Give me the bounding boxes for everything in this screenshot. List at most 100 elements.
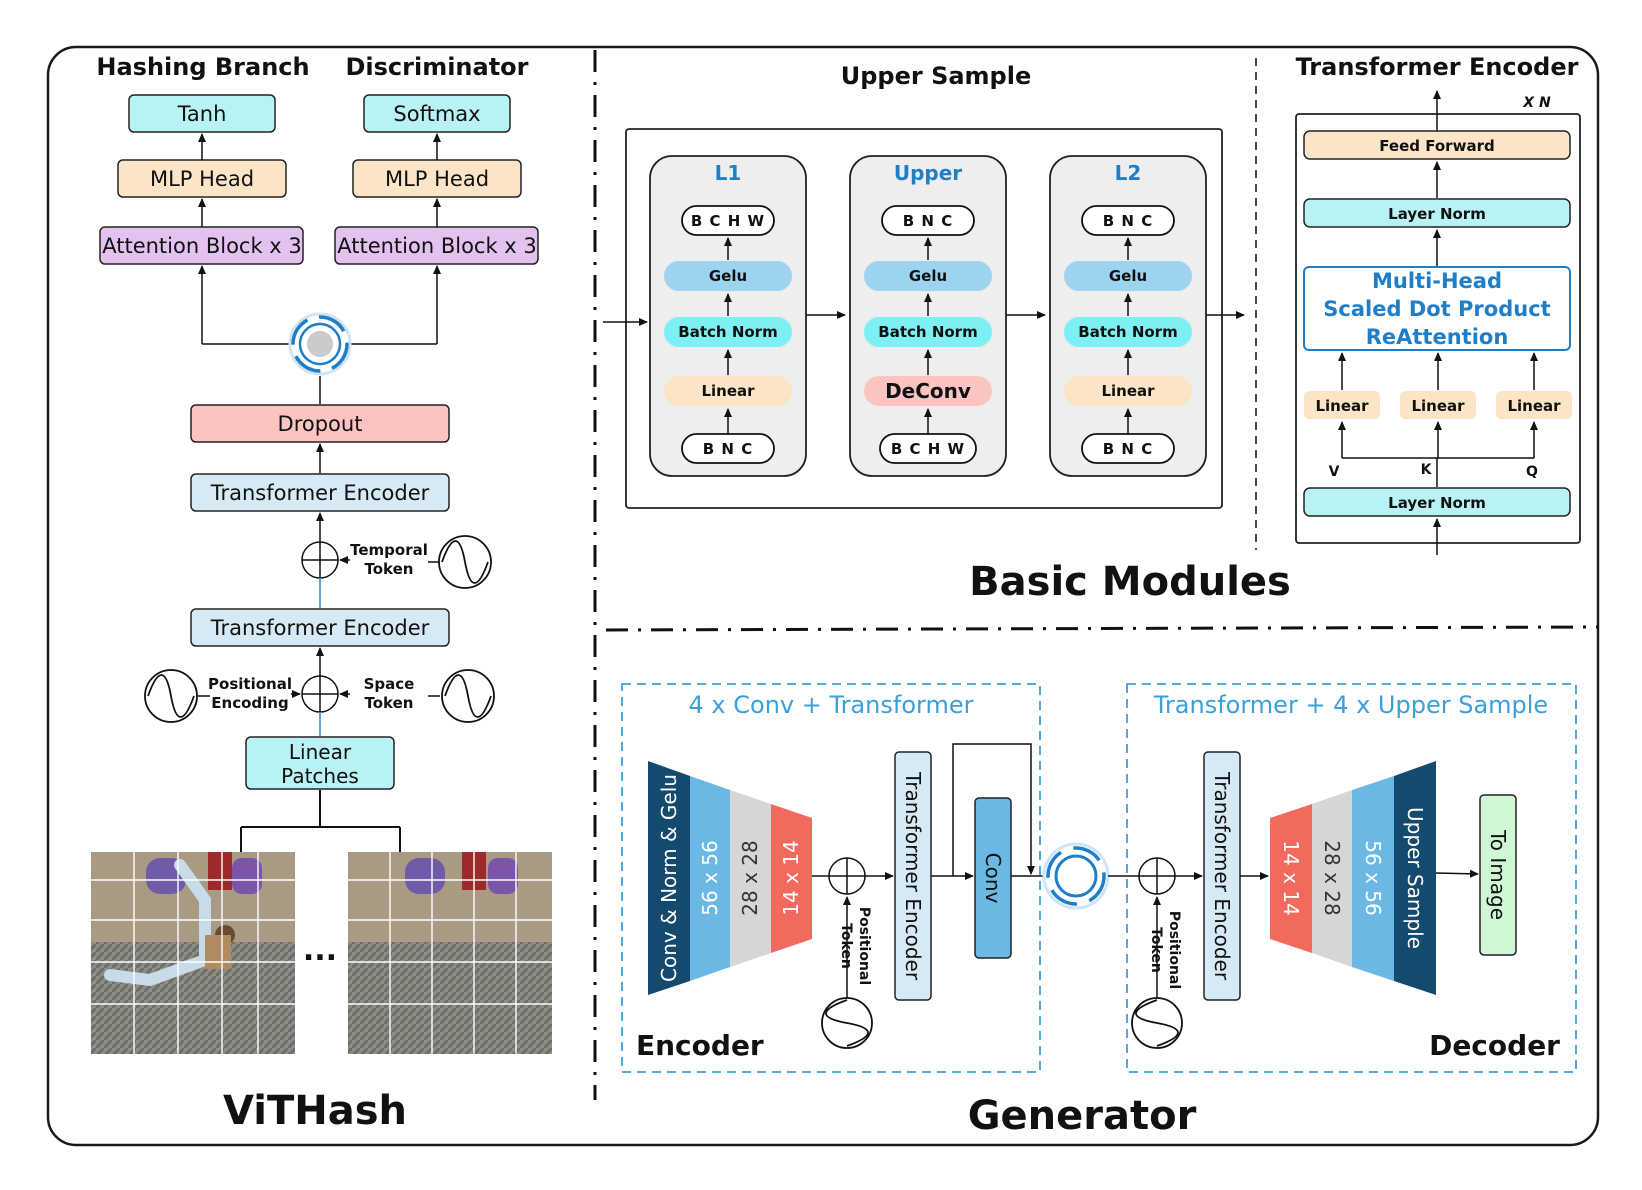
l2-bottom-shape: B N C	[1103, 440, 1153, 458]
transformer-encoder-lower-box	[190, 608, 450, 647]
upper-title: Upper	[894, 161, 962, 185]
mhsa-label-1: Multi-Head	[1372, 269, 1502, 293]
vithash-section: Hashing Branch Discriminator Tanh MLP He…	[91, 53, 552, 1134]
upper-sample-column-l2: L2 B N C Gelu Batch Norm Linear B N C	[1049, 155, 1207, 477]
v-label: V	[1329, 464, 1340, 480]
layer-norm-top-label: Layer Norm	[1388, 205, 1486, 223]
upper-gelu: Gelu	[909, 267, 947, 285]
section-divider-horizontal	[605, 625, 1599, 632]
upper-sample-column-l1: L1 B C H W Gelu Batch Norm Linear B N C	[649, 155, 807, 477]
softmax-label: Softmax	[393, 102, 480, 126]
enc-transformer-encoder-label: Transformer Encoder	[901, 771, 925, 981]
feed-forward-box	[1303, 130, 1571, 160]
temporal-token-label-1: Temporal	[350, 541, 428, 559]
upper-sample-column-upper: Upper B N C Gelu Batch Norm DeConv B C H…	[849, 155, 1007, 477]
positional-wave-icon	[144, 669, 198, 723]
mlp-head-label-hash: MLP Head	[150, 167, 254, 191]
video-frame-1	[91, 852, 295, 1054]
upper-sample-section: Upper Sample L1 B C H W Gelu Batch Norm …	[603, 62, 1245, 509]
dec-positional-token-label-1: Positional	[1166, 911, 1182, 989]
frames-ellipsis: ...	[303, 933, 337, 968]
enc-positional-add-icon	[828, 857, 866, 895]
l2-op: Linear	[1101, 382, 1155, 400]
linear-patches-label-1: Linear	[289, 740, 352, 764]
dec-positional-wave-icon	[1131, 997, 1183, 1049]
layer-norm-bottom-label: Layer Norm	[1388, 494, 1486, 512]
space-token-label-1: Space	[364, 675, 415, 693]
mhsa-label-3: ReAttention	[1366, 325, 1509, 349]
l1-title: L1	[715, 161, 742, 185]
enc-stage-2: 56 x 56	[698, 840, 722, 915]
linear-v-box	[1304, 391, 1380, 419]
generator-section: 4 x Conv + Transformer Transformer + 4 x…	[621, 683, 1577, 1139]
dec-positional-add-icon	[1138, 857, 1176, 895]
tanh-box	[128, 94, 276, 133]
layer-norm-top-box	[1303, 198, 1571, 228]
enc-positional-token-label-2: Token	[838, 923, 854, 969]
mhsa-label-2: Scaled Dot Product	[1323, 297, 1550, 321]
basic-modules-title: Basic Modules	[969, 559, 1291, 605]
softmax-box	[363, 94, 511, 133]
enc-positional-wave-icon	[821, 997, 873, 1049]
k-label: K	[1421, 462, 1433, 478]
generator-title: Generator	[968, 1093, 1197, 1139]
l2-batch-norm: Batch Norm	[1078, 323, 1177, 341]
positional-encoding-label-1: Positional	[208, 675, 292, 693]
decoder-group-title: Transformer + 4 x Upper Sample	[1153, 691, 1548, 719]
l1-bottom-shape: B N C	[703, 440, 753, 458]
transformer-encoder-title: Transformer Encoder	[1296, 53, 1579, 81]
dropout-label: Dropout	[278, 412, 363, 436]
dec-stage-2: 28 x 28	[1320, 840, 1344, 915]
enc-stage-3: 28 x 28	[738, 840, 762, 915]
upper-batch-norm: Batch Norm	[878, 323, 977, 341]
vithash-title: ViTHash	[223, 1088, 407, 1134]
dec-stage-1: 14 x 14	[1279, 840, 1303, 915]
upper-bottom-shape: B C H W	[891, 440, 965, 458]
space-wave-icon	[441, 669, 495, 723]
encoder-label: Encoder	[636, 1029, 764, 1062]
mhsa-box	[1303, 266, 1571, 351]
enc-stage-4: 14 x 14	[779, 840, 803, 915]
positional-encoding-label-2: Encoding	[211, 694, 288, 712]
video-frame-2	[348, 852, 552, 1054]
positional-add-icon	[301, 675, 339, 713]
linear-q-label: Linear	[1507, 397, 1561, 415]
repeat-times: X N	[1522, 95, 1551, 111]
linear-k-box	[1400, 391, 1476, 419]
decoder-label: Decoder	[1429, 1029, 1560, 1062]
feed-forward-label: Feed Forward	[1379, 137, 1494, 155]
l2-top-shape: B N C	[1103, 212, 1153, 230]
enc-positional-token-label-1: Positional	[856, 907, 872, 985]
upper-sample-title: Upper Sample	[841, 62, 1032, 90]
decoder-trapezoid: 14 x 14 28 x 28 56 x 56 Upper Sample	[1270, 761, 1436, 995]
l2-title: L2	[1115, 161, 1142, 185]
l1-batch-norm: Batch Norm	[678, 323, 777, 341]
encoder-group-title: 4 x Conv + Transformer	[689, 691, 974, 719]
enc-stage-1: Conv & Norm & Gelu	[657, 774, 681, 982]
transformer-encoder-upper-label: Transformer Encoder	[210, 481, 430, 505]
encoder-group	[621, 683, 1041, 1073]
temporal-token-label-2: Token	[365, 560, 414, 578]
linear-patches-label-2: Patches	[281, 764, 359, 788]
transformer-encoder-lower-label: Transformer Encoder	[210, 616, 430, 640]
conv-box	[974, 797, 1012, 959]
dec-positional-token-label-2: Token	[1148, 927, 1164, 973]
to-image-label: To Image	[1486, 829, 1510, 920]
l1-gelu: Gelu	[709, 267, 747, 285]
hashing-branch-title: Hashing Branch	[96, 53, 309, 81]
dec-transformer-encoder-label: Transformer Encoder	[1210, 771, 1234, 981]
linear-k-label: Linear	[1411, 397, 1465, 415]
l1-op: Linear	[701, 382, 755, 400]
layer-norm-bottom-box	[1303, 487, 1571, 517]
attention-block-label-disc: Attention Block x 3	[337, 234, 537, 258]
discriminator-title: Discriminator	[345, 53, 528, 81]
split-icon	[288, 312, 352, 376]
encoder-trapezoid: Conv & Norm & Gelu 56 x 56 28 x 28 14 x …	[648, 761, 812, 995]
transformer-encoder-upper-box	[190, 473, 450, 512]
temporal-add-icon	[301, 541, 339, 579]
upper-top-shape: B N C	[903, 212, 953, 230]
linear-v-label: Linear	[1315, 397, 1369, 415]
space-token-label-2: Token	[365, 694, 414, 712]
l2-gelu: Gelu	[1109, 267, 1147, 285]
